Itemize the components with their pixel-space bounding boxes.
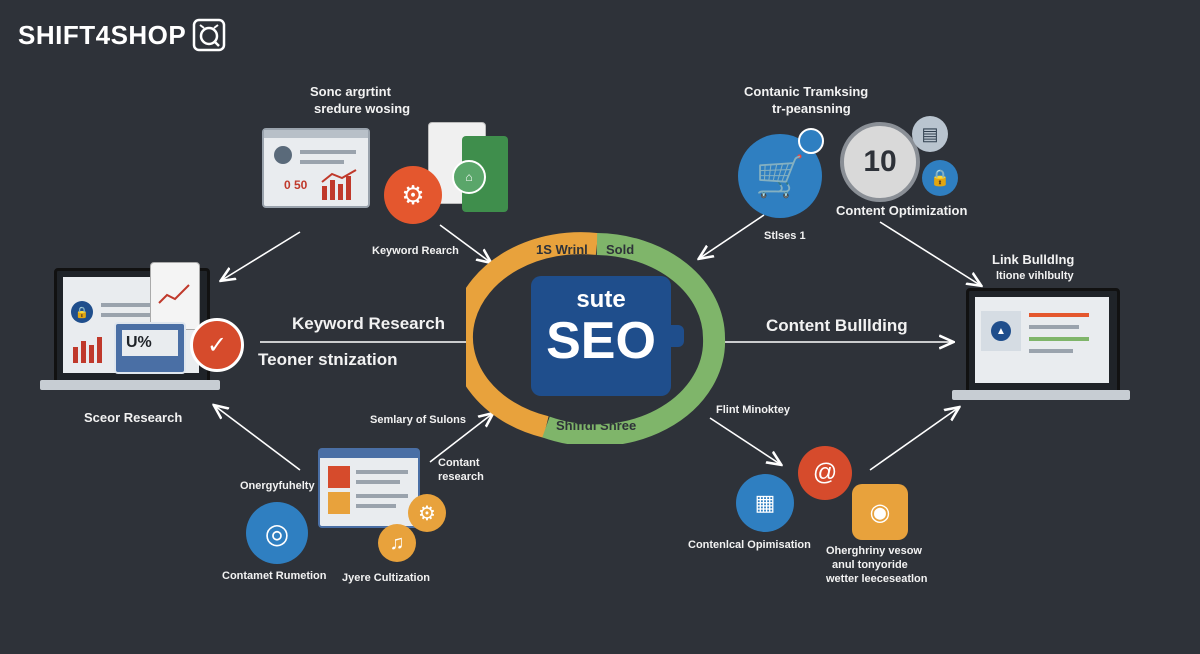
contamet-label: Contamet Rumetion bbox=[222, 570, 327, 582]
right-laptop-base bbox=[952, 390, 1130, 400]
bar-chart-icon bbox=[73, 337, 102, 363]
seo-box-tab bbox=[668, 325, 684, 347]
user-icon bbox=[274, 146, 292, 164]
lock-icon: 🔒 bbox=[71, 301, 93, 323]
gear-small-icon: ⚙ bbox=[408, 494, 446, 532]
ring-label-bottom: Shiffdl Shree bbox=[556, 418, 637, 433]
percent-panel: U% bbox=[114, 322, 186, 374]
bar-chart-icon bbox=[321, 169, 357, 200]
top-left-heading-1: Sonc argrtint bbox=[310, 84, 391, 99]
target-gear-icon: ◎ bbox=[246, 502, 308, 564]
percent-value: U% bbox=[122, 330, 178, 356]
jyere-label: Jyere Cultization bbox=[342, 572, 431, 584]
link-building-label: Link Bulldlng bbox=[992, 252, 1075, 267]
triangle-icon: ▲ bbox=[991, 321, 1011, 341]
seo-box: sute SEO bbox=[531, 276, 671, 396]
ohergriny-label-2: anul tonyoride bbox=[832, 559, 908, 571]
top-right-heading-1: Contanic Tramksing bbox=[744, 84, 869, 99]
gear-toolbox-icon: ⚙ bbox=[384, 166, 442, 224]
content-building-label: Content Bulllding bbox=[766, 316, 908, 335]
check-badge-icon: ✓ bbox=[190, 318, 244, 372]
number-badge-value: 10 bbox=[863, 145, 897, 178]
shopping-cart-icon: 🛒 bbox=[738, 134, 822, 218]
trend-line-icon bbox=[158, 284, 190, 304]
left-document bbox=[150, 262, 200, 330]
camera-icon: ◉ bbox=[852, 484, 908, 540]
sembly-label: Semlary of Sulons bbox=[370, 414, 466, 426]
keyword-research-small-label: Keyword Rearch bbox=[372, 245, 459, 257]
at-sign-icon: @ bbox=[798, 446, 852, 500]
left-laptop-base bbox=[40, 380, 220, 390]
chat-bubble-icon: ⌂ bbox=[452, 160, 486, 194]
brand-name: SHIFT4SHOP bbox=[18, 19, 187, 50]
top-right-heading-2: tr-peansning bbox=[772, 101, 851, 116]
seo-box-small-text: sute bbox=[576, 286, 626, 313]
ring-label-top-right: Sold bbox=[606, 242, 635, 257]
energy-label: Onergyfuhelty bbox=[240, 480, 315, 492]
content-research-label-1: Contant bbox=[438, 457, 480, 469]
book-icon: ▤ bbox=[912, 116, 948, 152]
profile-window bbox=[318, 448, 420, 528]
content-optimization-label: Content Optimization bbox=[836, 203, 968, 218]
keyword-research-label: Keyword Research bbox=[292, 314, 446, 333]
ring-label-top-left: 1S Wrinl bbox=[536, 242, 588, 257]
top-left-heading-2: sredure wosing bbox=[314, 101, 411, 116]
right-laptop-screen: ▲ bbox=[966, 288, 1120, 394]
chart-numbers: 0 50 bbox=[284, 178, 308, 192]
contenical-label: Contenlcal Opimisation bbox=[688, 539, 811, 551]
scor-research-label: Sceor Research bbox=[84, 410, 183, 425]
link-visibility-label: ltione vihlbulty bbox=[996, 270, 1074, 282]
ohergriny-label-3: wetter leeceseatlon bbox=[826, 573, 928, 585]
content-research-label-2: research bbox=[438, 471, 484, 483]
flint-minokey-label: Flint Minoktey bbox=[716, 404, 790, 416]
stlses-label: Stlses 1 bbox=[764, 230, 806, 242]
teoner-label: Teoner stnization bbox=[258, 350, 398, 369]
profile-avatar-icon bbox=[328, 466, 350, 488]
number-badge: 10 bbox=[840, 122, 920, 202]
notification-badge bbox=[798, 128, 824, 154]
analytics-window: 0 50 bbox=[262, 128, 370, 208]
brand-logo: SHIFT4SHOP bbox=[18, 18, 226, 52]
music-note-icon: ♫ bbox=[378, 524, 416, 562]
seo-ring bbox=[466, 232, 726, 444]
lock-icon: 🔒 bbox=[922, 160, 958, 196]
key-icon bbox=[328, 492, 350, 514]
building-icon: ▦ bbox=[736, 474, 794, 532]
alarm-clock-icon bbox=[193, 18, 226, 52]
seo-box-big-text: SEO bbox=[546, 312, 656, 370]
ohergriny-label-1: Oherghriny vesow bbox=[826, 545, 922, 557]
